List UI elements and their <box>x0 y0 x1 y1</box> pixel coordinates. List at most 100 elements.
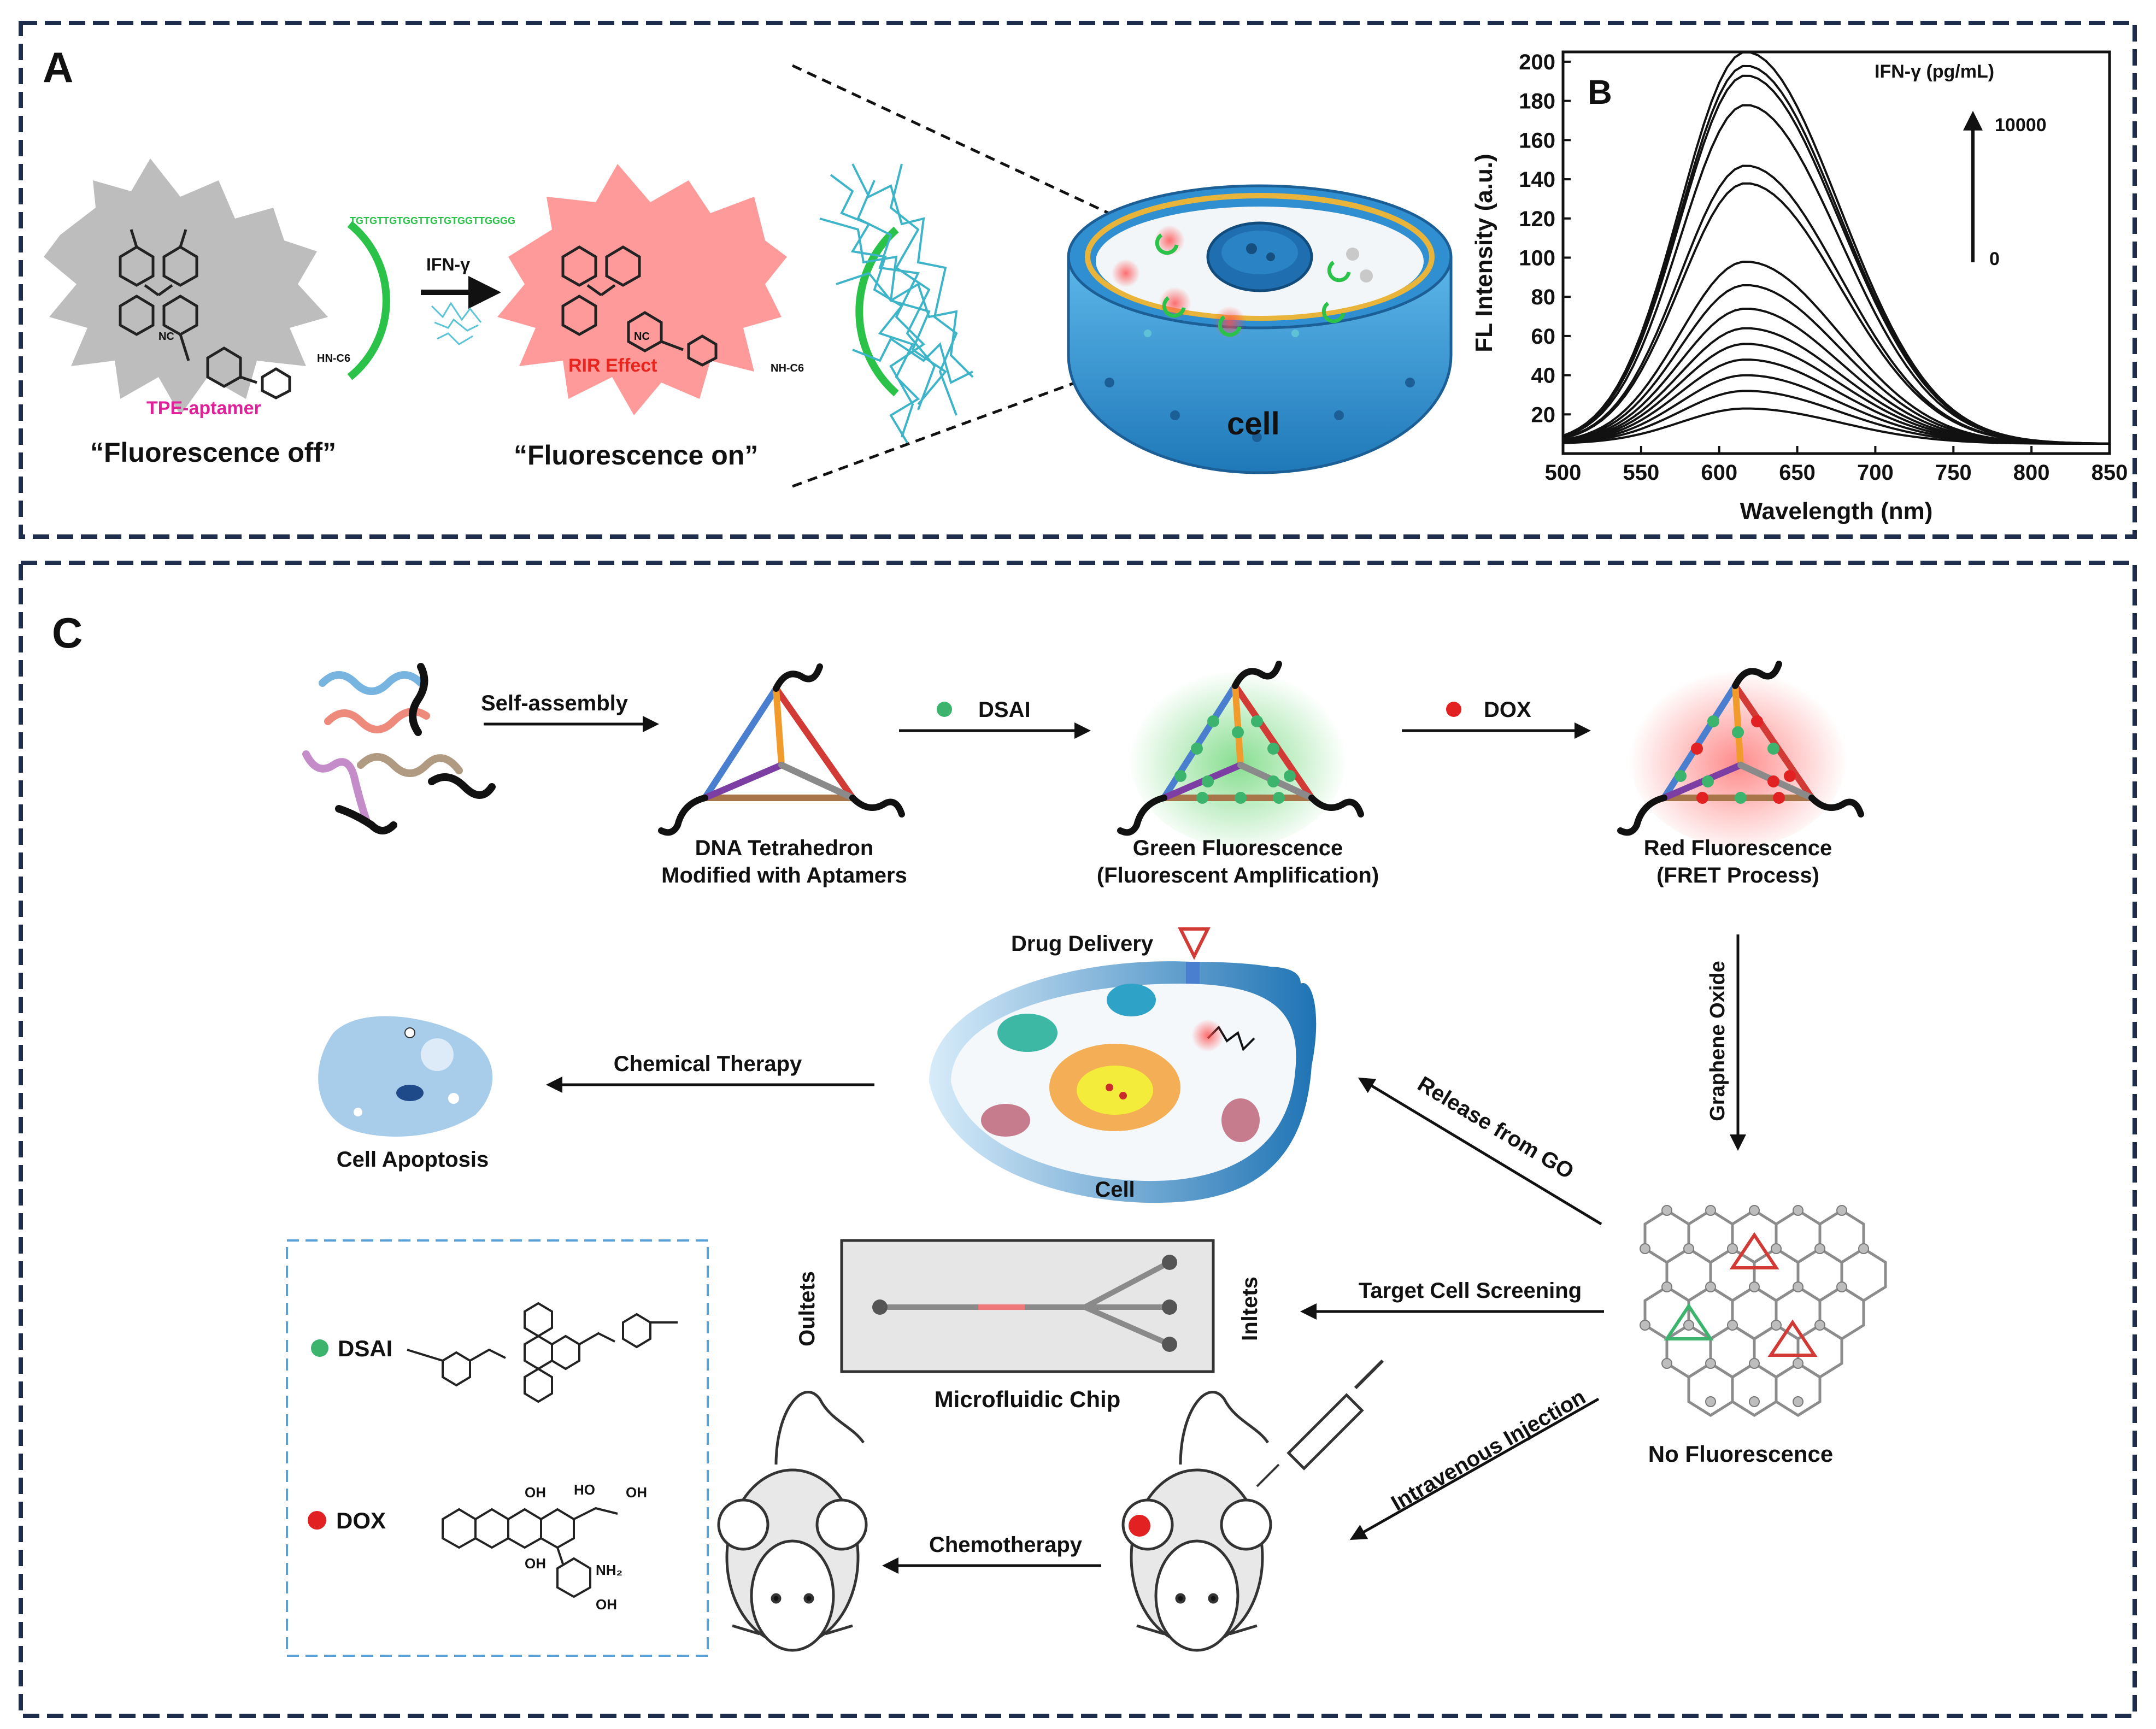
chip-inlet-port-3 <box>1162 1337 1177 1352</box>
x-tick-label: 600 <box>1701 461 1737 485</box>
chip-inlet-port-1 <box>1162 1255 1177 1270</box>
y-tick-label: 60 <box>1531 325 1556 349</box>
legend-dsai-label: DSAI <box>338 1336 392 1361</box>
intravenous-injection-label: Intravenous Injection <box>1387 1385 1589 1515</box>
legend-dox-dot <box>308 1511 326 1530</box>
legend-dox-label: DOX <box>336 1508 386 1533</box>
aptamer-sequence-off: TGTGTTGTGGTTGTGTGGTTGGGG <box>350 215 515 226</box>
aptamer-arc-off <box>347 221 390 380</box>
cell-2d-label: Cell <box>1095 1178 1135 1202</box>
y-tick-group: 20 40 60 80 100 120 140 160 180 200 <box>1519 50 1571 427</box>
dox-arrow-label: DOX <box>1484 698 1531 722</box>
chart-legend-title: IFN-γ (pg/mL) <box>1875 61 1994 82</box>
ifn-arrow-label: IFN-γ <box>426 255 470 274</box>
fluorescence-on-label: “Fluorescence on” <box>514 440 758 471</box>
dsai-dots-green <box>1174 715 1296 804</box>
graphene-oxide-label: Graphene Oxide <box>1706 961 1729 1121</box>
dsai-arrow-label: DSAI <box>978 698 1031 722</box>
cell-3d-label: cell <box>1227 406 1280 442</box>
y-tick-label: 100 <box>1519 246 1555 270</box>
panel-a-label: A <box>43 43 73 91</box>
x-tick-label: 650 <box>1779 461 1816 485</box>
dox-structure <box>442 1507 618 1598</box>
x-tick-label: 550 <box>1623 461 1659 485</box>
release-from-go-label: Release from GO <box>1413 1072 1578 1184</box>
rir-effect-label: RIR Effect <box>568 355 657 376</box>
microfluidic-chip-label: Microfluidic Chip <box>935 1386 1121 1412</box>
drug-delivery-label: Drug Delivery <box>1011 932 1154 956</box>
y-tick-label: 180 <box>1519 90 1555 114</box>
on-burst <box>497 164 787 415</box>
x-tick-label: 800 <box>2013 461 2050 485</box>
cell-2d <box>929 927 1317 1203</box>
fluorescence-off-label: “Fluorescence off” <box>90 437 336 468</box>
release-from-go-arrow <box>1358 1077 1602 1226</box>
dna-tetrahedron <box>658 663 905 836</box>
dox-oh-top: OH <box>525 1484 546 1501</box>
dsai-dot-arrow <box>937 702 952 717</box>
spectra-curves <box>1562 51 2110 445</box>
x-tick-label: 850 <box>2092 461 2128 485</box>
apoptotic-cell <box>318 1016 493 1137</box>
red-caption-line1: Red Fluorescence <box>1644 836 1832 860</box>
y-tick-label: 140 <box>1519 168 1555 192</box>
cell-apoptosis-label: Cell Apoptosis <box>337 1148 489 1172</box>
zoom-line-bottom <box>792 364 1121 488</box>
y-tick-label: 20 <box>1531 403 1556 427</box>
molecule-legend-box <box>286 1239 709 1657</box>
legend-high-value: 10000 <box>1995 115 2047 136</box>
tetra-caption-line2: Modified with Aptamers <box>661 863 907 887</box>
legend-low-value: 0 <box>1989 249 2000 269</box>
no-fluorescence-label: No Fluorescence <box>1648 1441 1833 1467</box>
off-burst <box>44 158 328 415</box>
y-tick-label: 200 <box>1519 50 1555 74</box>
spectrum-curve-10 <box>1562 182 2110 445</box>
y-tick-label: 120 <box>1519 207 1555 231</box>
spectrum-curve-12 <box>1562 104 2110 445</box>
dox-oh-sugar: OH <box>596 1596 617 1613</box>
chem-nc-on: NC <box>634 331 650 343</box>
red-caption-line2: (FRET Process) <box>1656 863 1819 887</box>
chem-nc-off: NC <box>158 331 174 343</box>
chemical-therapy-label: Chemical Therapy <box>614 1052 802 1076</box>
chip-outlet-port <box>872 1299 888 1315</box>
dox-dot-arrow <box>1446 702 1461 717</box>
tetra-caption-line1: DNA Tetrahedron <box>695 836 874 860</box>
panel-b-label: B <box>1588 74 1612 111</box>
chem-nhc6-on: NH-C6 <box>771 362 804 374</box>
green-caption-line2: (Fluorescent Amplification) <box>1097 863 1379 887</box>
spectrum-curve-15 <box>1562 51 2110 445</box>
ifn-protein-large <box>819 163 974 444</box>
legend-dsai-dot <box>311 1339 328 1357</box>
y-axis-label: FL Intensity (a.u.) <box>1471 154 1497 352</box>
chemotherapy-label: Chemotherapy <box>929 1533 1083 1557</box>
green-caption-line1: Green Fluorescence <box>1133 836 1343 860</box>
mouse-tumor <box>1121 1391 1272 1652</box>
intravenous-injection-arrow <box>1349 1397 1600 1540</box>
inlets-label: Inltets <box>1238 1277 1262 1341</box>
y-tick-label: 80 <box>1531 285 1556 309</box>
graphene-tetrahedra <box>1664 1232 1818 1357</box>
aptamer-arc-on <box>855 226 899 397</box>
dsai-dox-dots-red <box>1675 715 1796 804</box>
y-tick-label: 160 <box>1519 128 1555 152</box>
dox-oh-right: OH <box>626 1484 647 1501</box>
zoom-line-top <box>791 64 1121 220</box>
target-cell-screening-label: Target Cell Screening <box>1359 1279 1582 1303</box>
x-tick-label: 750 <box>1935 461 1972 485</box>
chem-hnc6-off: HN-C6 <box>317 352 350 364</box>
graphene-oxide-sheet <box>1643 1209 1887 1417</box>
dox-oh-bottom: OH <box>525 1555 546 1572</box>
tpe-molecule-on <box>561 245 718 367</box>
panel-ab-frame <box>19 21 2137 539</box>
y-tick-label: 40 <box>1531 364 1556 388</box>
chip-channels <box>880 1260 1171 1347</box>
x-tick-label: 700 <box>1857 461 1894 485</box>
graphene-atoms <box>1640 1205 1869 1407</box>
dox-ho: HO <box>574 1481 595 1498</box>
self-assembly-label: Self-assembly <box>481 691 628 715</box>
dsai-structure <box>407 1302 678 1403</box>
ifn-protein-small <box>431 302 482 345</box>
chip-inlet-port-2 <box>1162 1299 1177 1315</box>
